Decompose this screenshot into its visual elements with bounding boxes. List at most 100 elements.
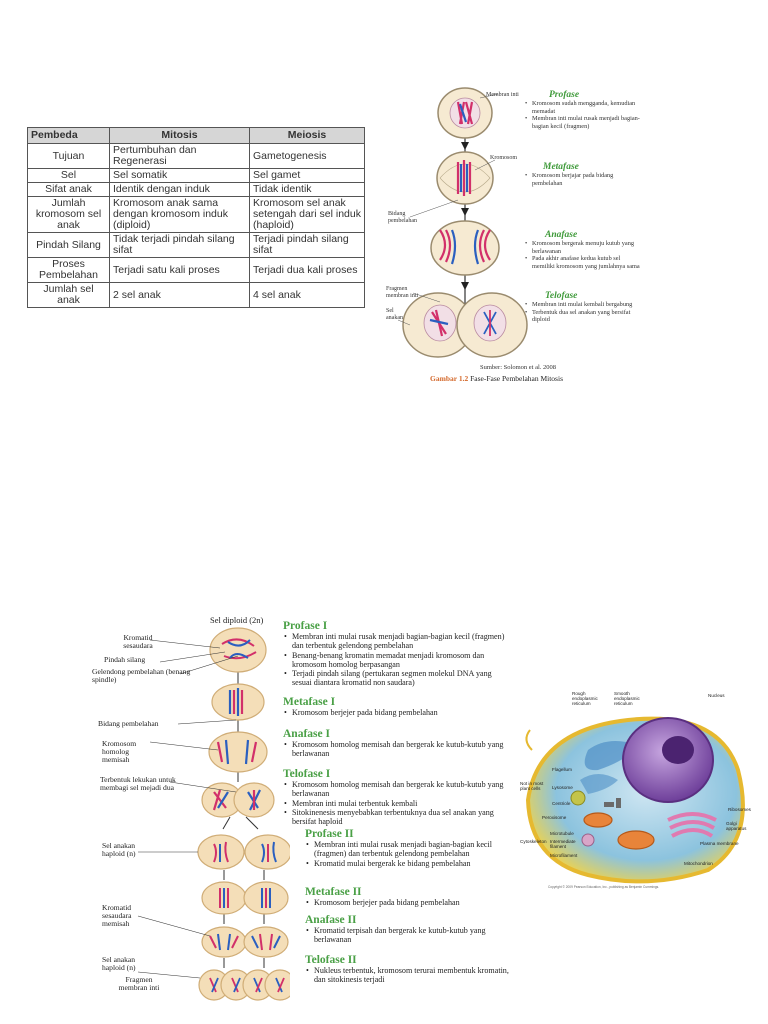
phase-point: Kromosom homolog memisah dan bergerak ke…	[284, 780, 511, 799]
meiosis-figure: Sel diploid (2n) Kromatid sesaudara Pind…	[90, 612, 515, 1004]
table-row: Pindah Silang Tidak terjadi pindah silan…	[27, 232, 365, 259]
label-lekukan: Terbentuk lekukan untuk membagi sel meja…	[100, 775, 176, 792]
phase-point: Kromosom sudah mengganda, kemudian memad…	[525, 100, 643, 115]
label-sel-diploid: Sel diploid (2n)	[210, 615, 264, 625]
animal-cell-illustration	[525, 716, 745, 884]
phase-point: Pada akhir anafase kedua kutub sel memil…	[525, 255, 643, 270]
label-gelendong: Gelendong pembelahan (benang spindle)	[92, 667, 191, 684]
header-meiosis: Meiosis	[249, 127, 365, 144]
phase-point: Kromosom berjejer pada bidang pembelahan	[284, 708, 511, 718]
meiosis-phase-anafase-1: Anafase I Kromosom homolog memisah dan b…	[283, 728, 511, 759]
label-not-plant: Not in most plant cells	[520, 781, 544, 791]
phase-point: Membran inti mulai rusak menjadi bagian-…	[525, 115, 643, 130]
phase-point: Membran inti mulai rusak menjadi bagian-…	[284, 632, 511, 651]
phase-title: Telofase II	[305, 954, 357, 966]
meiosis-phase-profase-2: Profase II Membran inti mulai rusak menj…	[305, 828, 511, 868]
table-cell: Terjadi dua kali proses	[249, 257, 365, 284]
label-sel-haploid-1: Sel anakan haploid (n)	[102, 841, 136, 858]
comparison-table: Pembeda Mitosis Meiosis Tujuan Pertumbuh…	[27, 127, 365, 309]
table-cell: Gametogenesis	[249, 142, 365, 170]
label-golgi: Golgi apparatus	[726, 821, 747, 831]
phase-point: Benang-benang kromatin memadat menjadi k…	[284, 651, 511, 670]
meiosis-phase-profase-1: Profase I Membran inti mulai rusak menja…	[283, 620, 511, 688]
phase-point: Kromatid mulai bergerak ke bidang pembel…	[306, 859, 511, 869]
table-cell: Identik dengan induk	[109, 182, 250, 198]
phase-point: Kromatid terpisah dan bergerak ke kutub-…	[306, 926, 511, 945]
table-cell: Proses Pembelahan	[27, 257, 110, 284]
phase-title: Telofase I	[283, 768, 331, 780]
phase-point: Kromosom bergerak menuju kutub yang berl…	[525, 240, 643, 255]
table-cell: Kromosom anak sama dengan kromosom induk…	[109, 196, 250, 234]
copyright-note: Copyright © 2009 Pearson Education, Inc.…	[548, 885, 660, 889]
label-smooth-er: Smooth endoplasmic reticulum	[614, 691, 640, 706]
figure-caption: Gambar 1.2 Fase-Fase Pembelahan Mitosis	[430, 374, 563, 383]
phase-point: Nukleus terbentuk, kromosom terurai memb…	[306, 966, 511, 985]
source-note: Sumber: Solomon et al. 2008	[480, 364, 557, 371]
phase-title: Anafase I	[283, 728, 330, 740]
mitosis-phase-metafase: Metafase Kromosom berjajar pada bidang p…	[525, 162, 643, 187]
label-intermediate: Intermediate filament	[550, 839, 576, 849]
label-pindah-silang: Pindah silang	[104, 655, 146, 664]
label-bidang-pembelahan: Bidang pembelahan	[98, 719, 159, 728]
caption-text: Fase-Fase Pembelahan Mitosis	[470, 374, 563, 383]
table-cell: Terjadi pindah silang sifat	[249, 232, 365, 259]
label-peroxisome: Peroxisome	[542, 815, 567, 820]
header-mitosis: Mitosis	[109, 127, 250, 144]
header-pembeda: Pembeda	[27, 127, 110, 144]
phase-title: Telofase	[545, 291, 578, 301]
label-mitochondrion: Mitochondrion	[684, 861, 713, 866]
table-row: Jumlah kromosom sel anak Kromosom anak s…	[27, 196, 365, 234]
table-cell: 4 sel anak	[249, 282, 365, 309]
label-bidang-pembelahan: Bidang pembelahan	[388, 211, 417, 224]
phase-title: Profase	[549, 90, 580, 100]
phase-point: Sitokinenesis menyebabkan terbentuknya d…	[284, 808, 511, 827]
label-fragmen: Fragmen membran inti	[386, 286, 419, 299]
meiosis-phase-telofase-2: Telofase II Nukleus terbentuk, kromosom …	[305, 954, 511, 985]
table-cell: Kromosom sel anak setengah dari sel indu…	[249, 196, 365, 234]
phase-title: Anafase	[545, 230, 578, 240]
label-cytoskeleton: Cytoskeleton	[520, 839, 547, 844]
table-cell: Jumlah sel anak	[27, 282, 110, 309]
label-nucleus: Nucleus	[708, 693, 725, 698]
table-row: Sifat anak Identik dengan induk Tidak id…	[27, 182, 365, 198]
table-cell: Tidak identik	[249, 182, 365, 198]
label-microfilament: Microfilament	[550, 853, 578, 858]
label-sel-haploid-2: Sel anakan haploid (n)	[102, 955, 136, 972]
phase-point: Kromosom berjajar pada bidang pembelahan	[525, 172, 643, 187]
table-row: Tujuan Pertumbuhan dan Regenerasi Gameto…	[27, 142, 365, 170]
mitosis-phase-anafase: Anafase Kromosom bergerak menuju kutub y…	[525, 230, 643, 270]
table-cell: Tujuan	[27, 142, 110, 170]
phase-point: Kromosom homolog memisah dan bergerak ke…	[284, 740, 511, 759]
caption-number: Gambar 1.2	[430, 374, 469, 383]
phase-point: Terbentuk dua sel anakan yang bersifat d…	[525, 309, 643, 324]
table-row: Jumlah sel anak 2 sel anak 4 sel anak	[27, 282, 365, 309]
label-kromosom-homolog: Kromosom homolog memisah	[102, 739, 137, 764]
phase-title: Anafase II	[305, 914, 357, 926]
label-microtubule: Microtubule	[550, 831, 574, 836]
label-kromatid-sesaudara: Kromatid sesaudara	[123, 633, 153, 650]
phase-title: Profase II	[305, 828, 354, 840]
table-cell: 2 sel anak	[109, 282, 250, 309]
phase-title: Profase I	[283, 620, 328, 632]
label-plasma-membrane: Plasma membrane	[700, 841, 739, 846]
label-fragmen: Fragmen membran inti	[118, 975, 160, 992]
meiosis-phase-metafase-2: Metafase II Kromosom berjejer pada bidan…	[305, 886, 511, 908]
meiosis-phase-telofase-1: Telofase I Kromosom homolog memisah dan …	[283, 768, 511, 826]
meiosis-phase-metafase-1: Metafase I Kromosom berjejer pada bidang…	[283, 696, 511, 718]
table-cell: Pindah Silang	[27, 232, 110, 259]
table-header-row: Pembeda Mitosis Meiosis	[27, 127, 365, 144]
table-cell: Sel	[27, 168, 110, 184]
mitosis-phase-profase: Profase Kromosom sudah mengganda, kemudi…	[525, 90, 643, 130]
table-row: Proses Pembelahan Terjadi satu kali pros…	[27, 257, 365, 284]
mitosis-phase-telofase: Telofase Membran inti mulai kembali berg…	[525, 291, 643, 324]
meiosis-illustration	[137, 627, 290, 1001]
phase-title: Metafase II	[305, 886, 362, 898]
phase-title: Metafase	[543, 162, 579, 172]
label-lysosome: Lysosome	[552, 785, 573, 790]
label-centriole: Centriole	[552, 801, 571, 806]
label-kromatid-memisah: Kromatid sesaudara memisah	[102, 903, 132, 928]
meiosis-phase-anafase-2: Anafase II Kromatid terpisah dan bergera…	[305, 914, 511, 945]
phase-title: Metafase I	[283, 696, 336, 708]
label-rough-er: Rough endoplasmic reticulum	[572, 691, 598, 706]
animal-cell-figure: Rough endoplasmic reticulum Smooth endop…	[518, 690, 756, 900]
